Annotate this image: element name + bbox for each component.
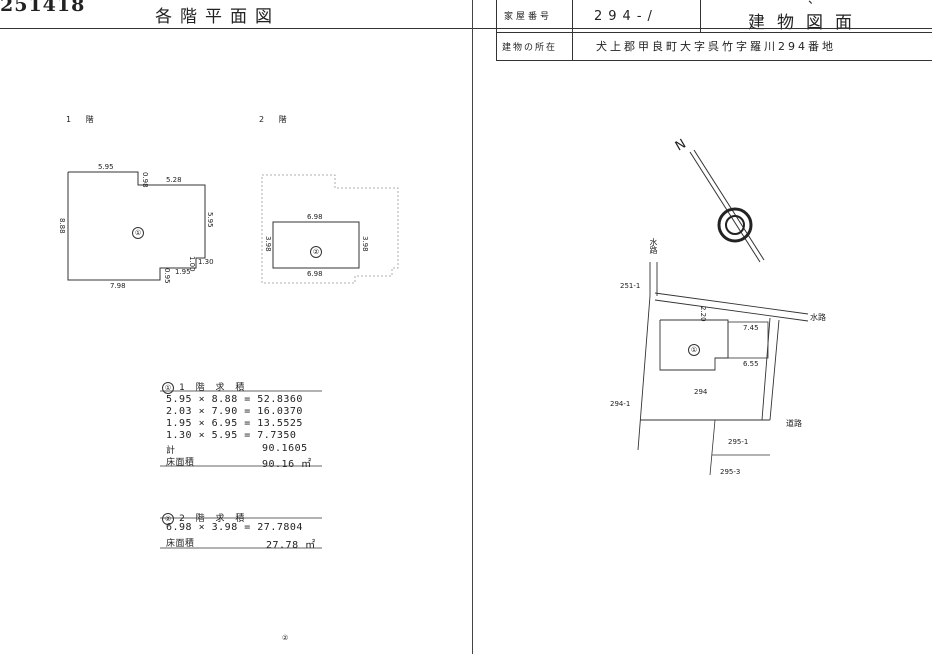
floor2-outline: [272, 221, 360, 269]
site-dim-3: 6.55: [743, 360, 759, 368]
site-road-left: [761, 317, 771, 421]
floor1-dim-right: 5.95: [206, 212, 214, 228]
floor1-dim-notch: 0.98: [141, 172, 149, 188]
calc1-mark: ①: [162, 382, 174, 394]
site-mark-symbol: ①: [688, 344, 700, 356]
floor1-dim-b2: 1.95: [175, 268, 191, 276]
floor2-footprint: [261, 174, 399, 284]
floor2-dim-right: 3.98: [361, 236, 369, 252]
floor1-outline: [67, 171, 206, 281]
site-waterway-top: [654, 292, 809, 315]
north-arrow-shaft: [689, 151, 761, 263]
calc1-row: 2.03 × 7.90 = 16.0370: [166, 406, 303, 417]
calc1-total-label: 計: [166, 446, 176, 456]
north-arrow-ring-inner: [725, 215, 745, 235]
calc1-row: 1.95 × 6.95 = 13.5525: [166, 418, 303, 429]
floor2-mark-symbol: ②: [310, 246, 322, 258]
floor2-dim-top: 6.98: [307, 213, 323, 221]
site-waterway-left-label: 水路: [649, 238, 658, 254]
site-waterway-top-2: [654, 299, 809, 322]
calc2-area-label: 床面積: [166, 539, 195, 549]
site-road-label: 道路: [786, 419, 802, 428]
site-dim-1: 2.20: [699, 306, 707, 322]
header-cut-text: ・・・、・・・: [760, 0, 866, 7]
floor1-dim-b1: 0.95: [163, 268, 171, 284]
site-mark: ①: [688, 337, 700, 356]
calc1-rows: 5.95 × 8.88 = 52.8360 2.03 × 7.90 = 16.0…: [166, 394, 303, 442]
calc2-row: 6.98 × 3.98 = 27.7804: [166, 522, 303, 533]
calc1-area: 90.16 ㎡: [262, 459, 312, 470]
document-id: 251418: [0, 0, 86, 16]
site-road-right: [769, 319, 780, 421]
site-lot-top: 251-1: [620, 282, 641, 290]
site-waterway-right-label: 水路: [810, 313, 826, 322]
floor2-label: 2 階: [259, 115, 293, 124]
header-table-col-divider: [572, 0, 573, 60]
site-building-annex: [727, 321, 769, 359]
floor1-dim-b4: 1.00: [188, 256, 196, 272]
calc1-total: 90.1605: [262, 443, 308, 454]
header-table-row-divider: [496, 32, 932, 33]
floor1-dim-b3: 1.30: [198, 258, 214, 266]
floor2-dim-bottom: 6.98: [307, 270, 323, 278]
site-lot-divider: [709, 419, 716, 476]
calc1-heading: ① 1 階 求 積: [162, 375, 248, 394]
floor1-mark-symbol: ①: [132, 227, 144, 239]
floor1-dim-right-top: 5.28: [166, 176, 182, 184]
floor1-dim-bottom: 7.98: [110, 282, 126, 290]
calc2-title: 2 階 求 積: [179, 514, 249, 524]
floor1-dim-top: 5.95: [98, 163, 114, 171]
calc1-title: 1 階 求 積: [179, 383, 249, 393]
site-building: [659, 319, 729, 371]
calc1-row: 5.95 × 8.88 = 52.8360: [166, 394, 303, 405]
location-value: 犬上郡甲良町大字呉竹字羅川294番地: [596, 40, 836, 53]
site-lot-br1: 295-1: [728, 438, 749, 446]
site-left-boundary: [637, 295, 651, 451]
north-arrow-ring-outer: [717, 207, 753, 243]
header-table-col-divider-2: [700, 0, 701, 32]
floor-plans-title: 各階平面図: [155, 7, 280, 27]
site-dim-2: 7.45: [743, 324, 759, 332]
site-lot-br2: 295-3: [720, 468, 741, 476]
calc1-row: 1.30 × 5.95 = 7.7350: [166, 430, 297, 441]
calc1-area-label: 床面積: [166, 458, 195, 468]
site-lot-left: 294-1: [610, 400, 631, 408]
location-label: 建物の所在: [502, 43, 558, 53]
footer-mark: ②: [282, 634, 289, 642]
floor1-mark: ①: [132, 220, 144, 239]
calc2-area: 27.78 ㎡: [266, 540, 316, 551]
house-number-label: 家屋番号: [504, 12, 553, 22]
floor2-mark: ②: [310, 239, 322, 258]
center-divider: [472, 0, 473, 654]
top-divider: [0, 28, 932, 29]
house-number-value: 294-/: [594, 9, 658, 24]
floor1-label: 1 階: [66, 115, 100, 124]
header-table: [496, 0, 932, 61]
floor1-dim-left: 8.88: [58, 218, 66, 234]
site-lot-main: 294: [694, 388, 708, 396]
floor2-dim-left: 3.98: [264, 236, 272, 252]
calc2-heading: ② 2 階 求 積: [162, 506, 248, 525]
north-arrow-shaft-2: [693, 149, 765, 261]
